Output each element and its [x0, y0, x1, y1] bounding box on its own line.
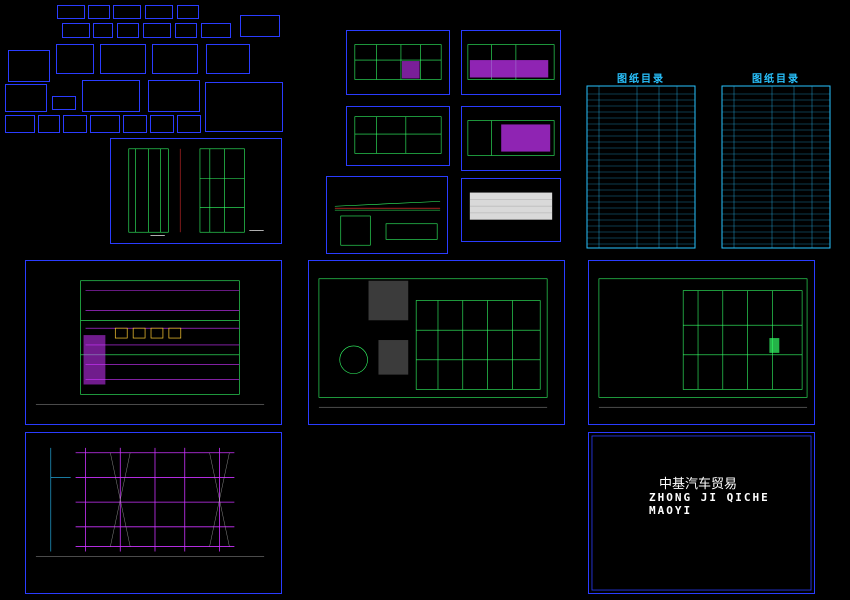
thumb-sheet[interactable] — [8, 50, 50, 82]
thumb-sheet[interactable] — [113, 5, 141, 19]
large-plan-sheet-2[interactable] — [308, 260, 565, 425]
thumb-sheet[interactable] — [62, 23, 90, 38]
elevation-sheet[interactable] — [326, 176, 448, 254]
svg-text:━━━━━━: ━━━━━━ — [150, 233, 166, 238]
thumb-sheet[interactable] — [38, 115, 60, 133]
thumb-sheet[interactable] — [148, 80, 200, 112]
thumb-sheet[interactable] — [240, 15, 280, 37]
thumb-sheet[interactable] — [152, 44, 198, 74]
catalog-title: 图纸目录 — [617, 74, 665, 85]
thumb-sheet[interactable] — [90, 115, 120, 133]
thumb-sheet[interactable] — [56, 44, 94, 74]
floor-plan-sheet[interactable]: ━━━━━━ ━━━━━━ — [110, 138, 282, 244]
drawing-catalog-left[interactable]: 图纸目录 — [585, 66, 697, 252]
thumb-sheet[interactable] — [177, 5, 199, 19]
thumb-sheet[interactable] — [5, 115, 35, 133]
plan-sheet[interactable] — [346, 30, 450, 95]
thumb-sheet[interactable] — [57, 5, 85, 19]
large-plan-sheet-3[interactable] — [588, 260, 815, 425]
thumb-sheet[interactable] — [5, 84, 47, 112]
large-plan-sheet-1[interactable] — [25, 260, 282, 425]
thumb-sheet[interactable] — [117, 23, 139, 38]
cover-title-en: ZHONG JI QICHE MAOYI — [649, 491, 770, 517]
table-sheet[interactable] — [461, 178, 561, 242]
drawing-catalog-right[interactable]: 图纸目录 — [720, 66, 832, 252]
thumb-sheet[interactable] — [206, 44, 250, 74]
thumb-sheet[interactable] — [52, 96, 76, 110]
thumb-sheet[interactable] — [100, 44, 146, 74]
structural-grid-sheet[interactable] — [25, 432, 282, 594]
thumb-sheet[interactable] — [205, 82, 283, 132]
cover-sheet[interactable]: 中基汽车贸易 ZHONG JI QICHE MAOYI — [588, 432, 815, 594]
plan-sheet[interactable] — [461, 30, 561, 95]
thumb-sheet[interactable] — [145, 5, 173, 19]
thumb-sheet[interactable] — [88, 5, 110, 19]
plan-sheet[interactable] — [461, 106, 561, 171]
thumb-sheet[interactable] — [93, 23, 113, 38]
thumb-sheet[interactable] — [150, 115, 174, 133]
cover-title-cn: 中基汽车贸易 — [659, 477, 738, 492]
thumb-sheet[interactable] — [201, 23, 231, 38]
thumb-sheet[interactable] — [175, 23, 197, 38]
thumb-sheet[interactable] — [177, 115, 201, 133]
thumb-sheet[interactable] — [82, 80, 140, 112]
svg-text:━━━━━━: ━━━━━━ — [248, 228, 264, 233]
thumb-sheet[interactable] — [63, 115, 87, 133]
plan-sheet[interactable] — [346, 106, 450, 166]
thumb-sheet[interactable] — [123, 115, 147, 133]
thumb-sheet[interactable] — [143, 23, 171, 38]
catalog-title: 图纸目录 — [752, 74, 800, 85]
